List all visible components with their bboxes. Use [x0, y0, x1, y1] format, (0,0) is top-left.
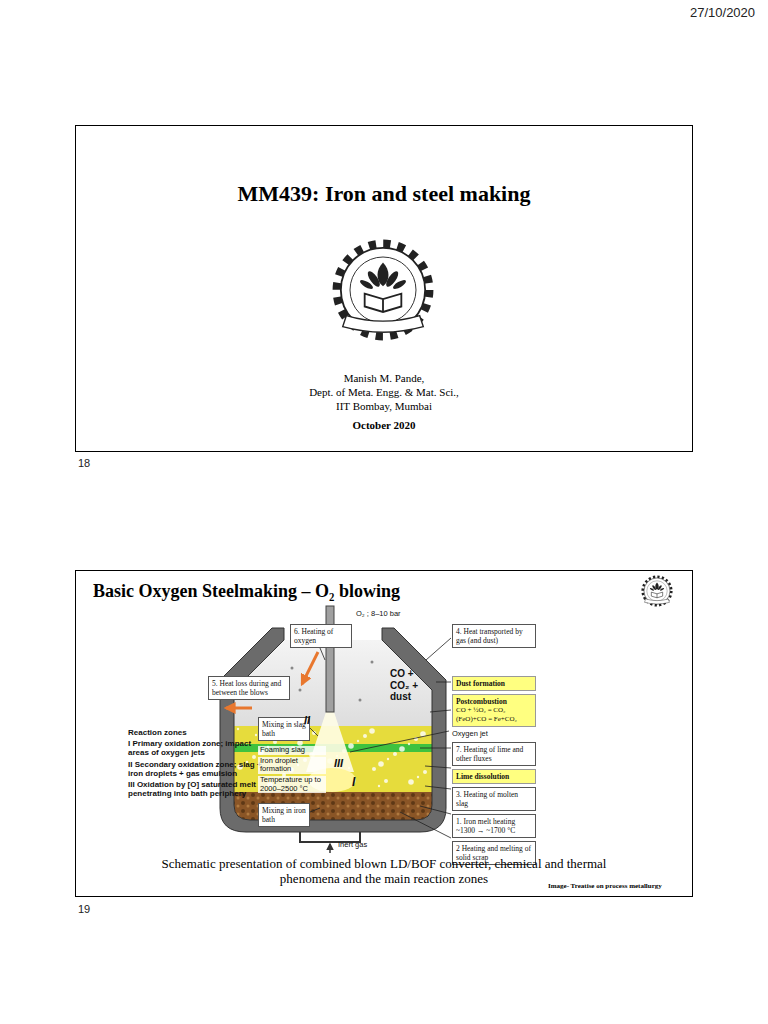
bubble — [423, 770, 427, 774]
converter-illustration — [220, 606, 451, 853]
callout-box: Mixing in iron bath — [258, 803, 310, 827]
bubble — [408, 779, 414, 785]
bubble — [297, 740, 303, 746]
callout-box: Mixing in slag bath — [258, 717, 310, 741]
label-text: III — [334, 757, 343, 770]
reaction-zone-notes: Reaction zones I Primary oxidation zone; … — [128, 728, 268, 800]
bubble — [363, 734, 367, 738]
leader-lines — [310, 638, 451, 838]
bubble — [393, 752, 397, 756]
slide-text: Manish M. Pande, — [76, 372, 692, 384]
bubble — [378, 761, 384, 767]
label-text: 27/10/2020 — [690, 6, 755, 21]
dust-particle — [371, 661, 374, 664]
bubble — [369, 728, 375, 734]
slide-text: MM439: Iron and steel making — [76, 181, 692, 207]
callout-box: 5. Heat loss during and between the blow… — [208, 676, 290, 700]
label-text: I — [352, 776, 355, 790]
institute-logo — [337, 244, 429, 336]
callout-text: Lime dissolution — [456, 772, 532, 781]
callout-box: 3. Heating of molten slag — [452, 787, 536, 811]
callout-text: Postcombustion — [456, 697, 532, 706]
slide-text: Basic Oxygen Steelmaking – O₂ blowing — [93, 581, 613, 602]
label-text: Foaming slag — [258, 746, 326, 755]
oxygen-lance — [326, 606, 334, 712]
heat-loss-arrow — [226, 707, 252, 710]
callout-text: 4. Heat transported by gas (and dust) — [456, 627, 532, 645]
callout-text: 6. Heating of oxygen — [294, 627, 348, 645]
highlight-box: Dust formation — [452, 676, 536, 691]
bath-notes: Foaming slagIron droplet formationTemper… — [258, 746, 326, 795]
callout-text: 5. Heat loss during and between the blow… — [212, 679, 286, 697]
label-text: Iron droplet formation — [258, 757, 326, 774]
label-text: 19 — [78, 903, 90, 916]
callout-text: CO + ½O₂ = CO₂ — [456, 706, 532, 715]
bubble — [237, 728, 239, 730]
callout-box: 1. Iron melt heating~1300 → ~1700 °C — [452, 814, 536, 838]
label-text: 18 — [78, 457, 90, 470]
callout-text: Mixing in iron bath — [262, 806, 306, 824]
label-text: Temperature up to 2000–2500 °C — [258, 776, 326, 793]
bubble — [378, 785, 380, 787]
bubble — [387, 758, 389, 760]
bubble — [417, 776, 419, 778]
label-text: O₂ ; 8–10 bar — [356, 610, 401, 619]
label-text: Inert gas — [338, 841, 367, 850]
bubble — [357, 740, 359, 742]
bubble — [348, 743, 354, 749]
callout-text: (FeO)+CO = Fe+CO₂ — [456, 715, 532, 724]
institute-logo — [643, 577, 671, 605]
label-text: Oxygen jet — [452, 730, 488, 739]
slide-frame: MM439: Iron and steel makingManish M. Pa… — [75, 125, 693, 452]
bubble — [384, 779, 388, 783]
figure-caption: Schematic presentation of combined blown… — [148, 856, 620, 886]
slide-text: Image- Treatise on process metallurgy — [548, 882, 688, 890]
slide-text: October 2020 — [76, 419, 692, 431]
label-text: I Primary oxidation zone; impact areas o… — [128, 739, 268, 757]
inert-gas-arrow — [329, 844, 331, 853]
highlight-box: PostcombustionCO + ½O₂ = CO₂(FeO)+CO = F… — [452, 694, 536, 727]
callout-text: Mixing in slag bath — [262, 720, 306, 738]
label-text: II — [304, 714, 310, 727]
callout-box: 7. Heating of lime and other fluxes — [452, 742, 536, 766]
slide-text: Dept. of Meta. Engg. & Mat. Sci., — [76, 386, 692, 398]
bubble — [372, 767, 376, 771]
bubble — [252, 755, 256, 759]
dust-particle — [359, 699, 362, 702]
label-text: Reaction zones — [128, 728, 268, 737]
callout-box: 4. Heat transported by gas (and dust) — [452, 624, 536, 648]
callout-text: ~1300 → ~1700 °C — [456, 826, 532, 835]
bubble — [399, 746, 405, 752]
callout-box: 6. Heating of oxygen — [290, 624, 352, 648]
heat-arrow — [302, 652, 318, 684]
dust-particle — [299, 689, 302, 692]
callout-text: Dust formation — [456, 679, 532, 688]
bubble — [255, 734, 257, 736]
highlight-box: Lime dissolution — [452, 769, 536, 784]
callout-text: 3. Heating of molten slag — [456, 790, 532, 808]
bubble — [408, 743, 410, 745]
callout-text: 1. Iron melt heating — [456, 817, 532, 826]
label-text: III Oxidation by [O] saturated melt pene… — [128, 780, 268, 798]
slide-text: IIT Bombay, Mumbai — [76, 400, 692, 412]
label-text: CO + CO₂ + dust — [390, 668, 426, 703]
callout-text: 7. Heating of lime and other fluxes — [456, 745, 532, 763]
dust-particle — [291, 667, 294, 670]
label-text: II Secondary oxidation zone; slag + iron… — [128, 760, 268, 778]
